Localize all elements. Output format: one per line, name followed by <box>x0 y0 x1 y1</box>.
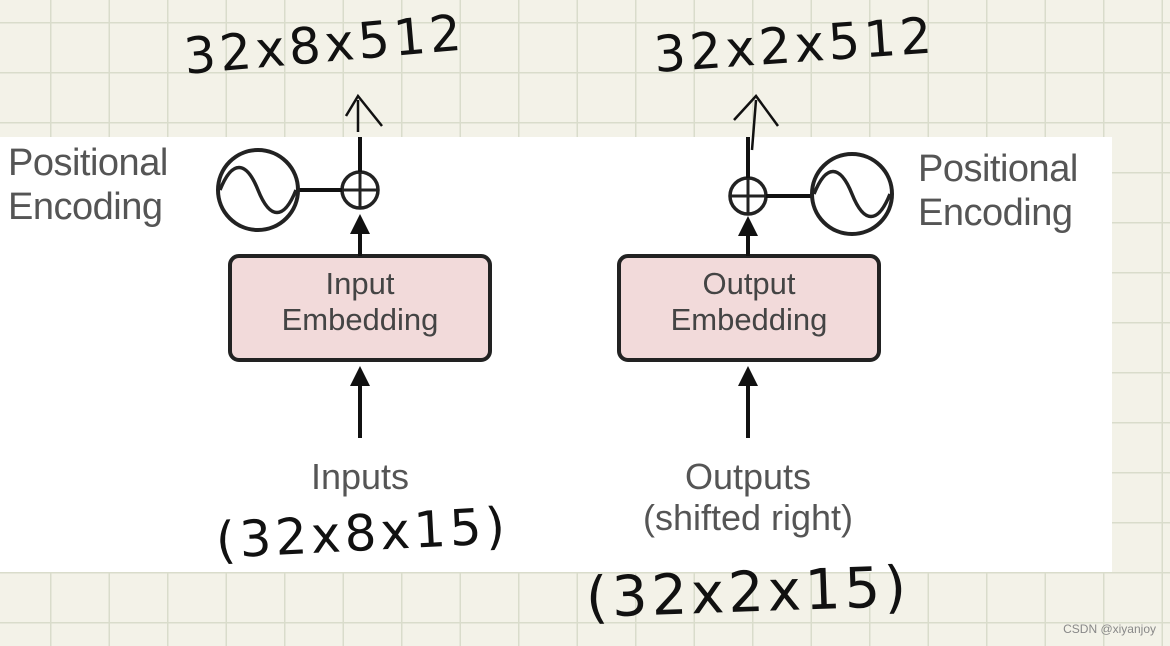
positional-encoding-sine-icon <box>216 148 300 232</box>
add-circle-icon <box>340 170 380 210</box>
outputs-line1: Outputs <box>684 456 812 497</box>
decoder-side-line2: Encoding <box>918 191 1073 234</box>
input-embedding-label: Input Embedding <box>230 266 490 337</box>
watermark: CSDN @xiyanjoy <box>1063 622 1156 636</box>
output-embedding-label: Output Embedding <box>619 266 879 337</box>
encoder-positional-encoding-label: Positional Encoding <box>8 142 168 229</box>
decoder-positional-encoding-sine-icon <box>810 152 894 236</box>
decoder-input-shape-annotation: (32x2x15) <box>584 554 912 631</box>
decoder-add-circle-icon <box>728 176 768 216</box>
outputs-line2: (shifted right) <box>642 497 854 539</box>
decoder-output-hand-arrow <box>733 94 780 151</box>
input-embedding-line2: Embedding <box>281 301 439 337</box>
inputs-label: Inputs <box>310 456 410 497</box>
decoder-positional-encoding-label: Positional Encoding <box>918 148 1078 235</box>
output-embedding-line2: Embedding <box>670 301 828 337</box>
encoder-side-line1: Positional <box>8 142 168 184</box>
diagram-panel <box>0 137 1112 572</box>
output-embedding-line1: Output <box>702 266 796 301</box>
input-embedding-line1: Input <box>325 266 395 301</box>
encoder-output-hand-arrow <box>344 93 383 132</box>
encoder-side-line2: Encoding <box>8 185 163 228</box>
outputs-label: Outputs (shifted right) <box>598 456 898 539</box>
decoder-side-line1: Positional <box>918 148 1078 190</box>
